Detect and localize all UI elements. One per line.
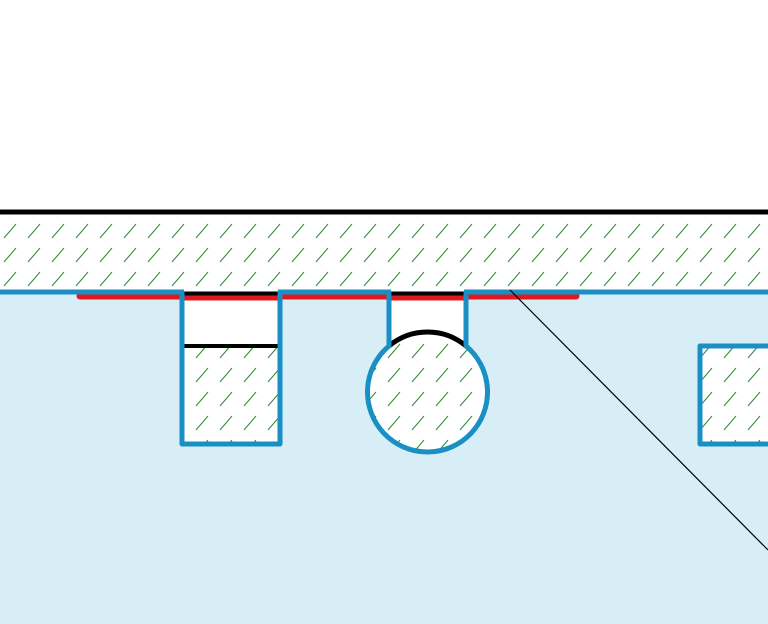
circle-groove-outline [365,292,490,455]
partial-rectangular-groove [697,343,768,447]
groove-outline [179,292,283,447]
rectangular-groove [179,291,283,447]
liquid-region [0,292,768,624]
partial-insert-hatch [700,346,768,444]
partial-groove-outline [697,343,768,447]
groove-insert-hatch [182,346,280,444]
circle-top-arc [387,329,468,348]
leader-line [509,289,768,551]
slab-hatch [0,212,768,292]
circular-groove [365,291,490,455]
groove-gap [182,292,280,346]
circle-insert-hatch [368,331,488,451]
